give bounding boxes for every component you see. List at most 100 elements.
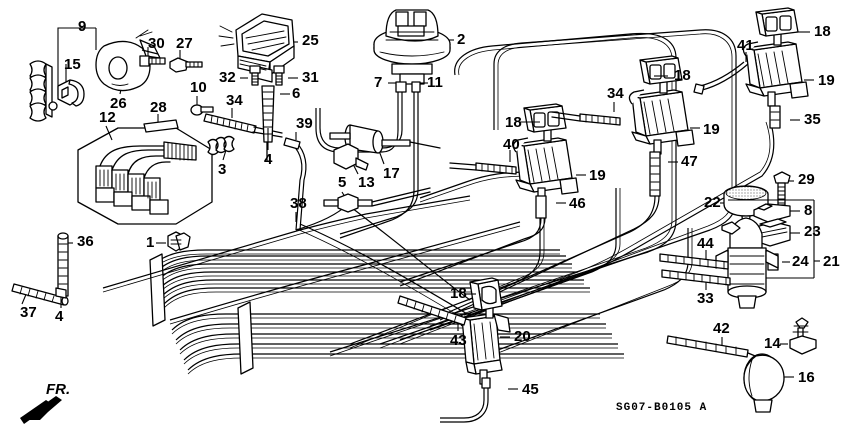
diagram-part-number: SG07-B0105 A <box>616 402 708 414</box>
callout-36: 36 <box>77 233 94 250</box>
callout-37: 37 <box>20 304 37 321</box>
part-45-hose <box>440 377 518 423</box>
part-32-bolt <box>240 65 261 86</box>
part-3-spring-clip <box>207 135 235 161</box>
callout-18a: 18 <box>505 114 522 131</box>
callout-5: 5 <box>338 174 347 191</box>
callout-39: 39 <box>296 115 313 132</box>
callout-30: 30 <box>148 35 165 52</box>
fr-direction-label: FR. <box>46 381 71 398</box>
callout-9: 9 <box>78 18 87 35</box>
callout-34b: 34 <box>607 85 624 102</box>
callout-14: 14 <box>764 335 781 352</box>
callout-22: 22 <box>704 194 721 211</box>
part-46-hose <box>399 195 566 287</box>
callout-25: 25 <box>302 32 319 49</box>
part-15-bracket <box>57 64 85 107</box>
part-18-connector-bottom <box>469 277 503 311</box>
callout-16: 16 <box>798 369 815 386</box>
callout-21: 21 <box>823 253 840 270</box>
callout-33: 33 <box>697 290 714 307</box>
part-19-solenoid-upper-mid <box>628 55 700 155</box>
callout-24: 24 <box>792 253 809 270</box>
part-16-reservoir <box>743 353 794 413</box>
callout-18b: 18 <box>674 67 691 84</box>
part-18-connector-topright <box>755 7 799 37</box>
callout-34a: 34 <box>226 92 243 109</box>
part-40-tube <box>449 150 517 175</box>
part-14-bracket <box>780 317 817 355</box>
part-27-bolt <box>169 50 203 73</box>
part-31-bolt <box>273 65 298 86</box>
part-9-clip-strip <box>29 27 97 122</box>
part-25-control-box-cover <box>218 13 298 83</box>
part-18-connector-upper-mid <box>639 55 683 85</box>
callout-3: 3 <box>218 161 227 178</box>
part-37-rod <box>11 283 69 306</box>
callout-23: 23 <box>804 223 821 240</box>
part-13-check-valve <box>333 143 369 175</box>
callout-32: 32 <box>219 69 236 86</box>
callout-20: 20 <box>514 328 531 345</box>
callout-11: 11 <box>427 74 443 91</box>
callout-47: 47 <box>681 153 698 170</box>
part-19-solenoid-topright <box>742 7 814 107</box>
part-20-solenoid-bottom <box>458 277 511 385</box>
part-33-tube <box>661 269 731 290</box>
part-1-hose-clip <box>156 231 191 252</box>
part-39-hose <box>283 132 307 231</box>
callout-18c: 18 <box>814 23 831 40</box>
callout-40: 40 <box>503 136 520 153</box>
callout-19c: 19 <box>818 72 835 89</box>
callout-42: 42 <box>713 320 730 337</box>
callout-12: 12 <box>99 109 116 126</box>
part-19-solenoid-center <box>512 103 586 203</box>
part-43-tube <box>397 295 467 331</box>
callout-8: 8 <box>804 202 813 219</box>
callout-44: 44 <box>697 235 714 252</box>
callout-2: 2 <box>457 31 466 48</box>
part-5-t-joint <box>323 187 431 213</box>
part-12-connector-block <box>77 125 213 225</box>
part-28-clamp <box>143 114 179 133</box>
part-42-tube <box>666 335 761 359</box>
part-41-tube <box>693 52 749 95</box>
part-26-solenoid-body <box>95 29 161 95</box>
callout-10: 10 <box>190 79 207 96</box>
part-8-bracket <box>753 203 800 223</box>
part-47-hose <box>439 151 678 321</box>
callout-7: 7 <box>374 74 383 91</box>
callout-18d: 18 <box>450 285 467 302</box>
callout-1: 1 <box>146 234 155 251</box>
callout-6: 6 <box>292 85 301 102</box>
part-35-hose <box>769 105 800 129</box>
part-2-vacuum-valve <box>373 9 454 85</box>
callout-45: 45 <box>522 381 539 398</box>
part-17-canister <box>329 124 441 165</box>
part-21-pump-body <box>715 217 779 309</box>
callout-28: 28 <box>150 99 167 116</box>
part-18-connector-center <box>523 103 567 133</box>
callout-4b: 4 <box>55 308 64 325</box>
callout-43: 43 <box>450 332 467 349</box>
fr-direction-arrow <box>20 396 62 424</box>
callout-29: 29 <box>798 171 815 188</box>
part-34-tube-right <box>551 102 621 126</box>
part-11-hose <box>339 81 428 239</box>
callout-41: 41 <box>737 37 754 54</box>
callout-31: 31 <box>302 69 319 86</box>
callout-26: 26 <box>110 95 127 112</box>
callout-27: 27 <box>176 35 193 52</box>
callout-38: 38 <box>290 195 307 212</box>
callout-19b: 19 <box>703 121 720 138</box>
callout-19a: 19 <box>589 167 606 184</box>
part-6-tube <box>261 85 290 161</box>
part-36-rod <box>57 232 73 297</box>
callout-13: 13 <box>358 174 375 191</box>
part-30-screw <box>139 47 166 67</box>
callout-4a: 4 <box>264 151 273 168</box>
part-10-bolt <box>190 96 214 116</box>
callout-15: 15 <box>64 56 81 73</box>
